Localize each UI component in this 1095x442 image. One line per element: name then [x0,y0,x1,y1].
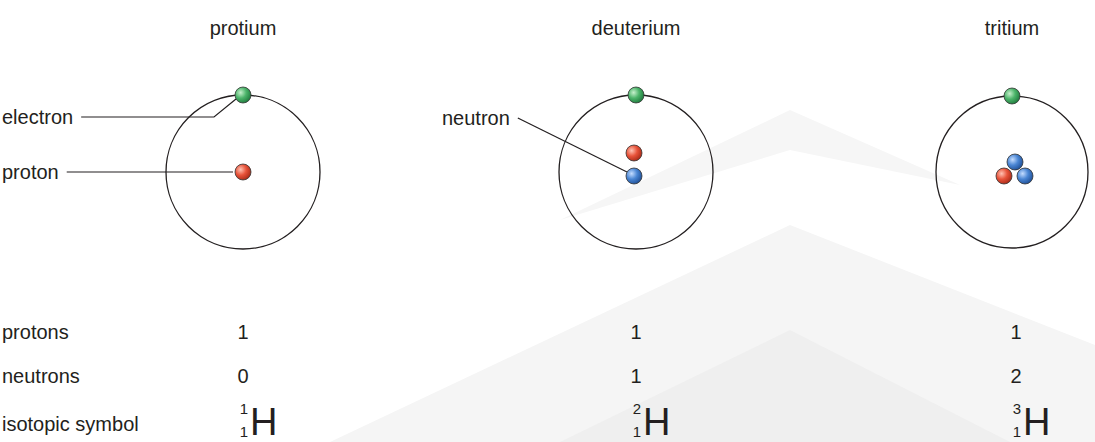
leader-line [67,171,233,172]
atomic-number: 1 [633,424,641,439]
element-symbol: H [643,403,670,441]
leader-line [518,118,627,172]
table-cell: 1 [1010,322,1021,342]
watermark-shape [330,225,1095,442]
row-header: isotopic symbol [2,414,139,434]
element-symbol: H [250,403,277,441]
atom-outline [159,8,327,256]
table-cell: 1 [630,322,641,342]
table-cell: 2 [1010,366,1021,386]
element-symbol: H [1023,403,1050,441]
callout-label: electron [2,107,73,127]
atom-outline [929,8,1095,255]
atom-node: protium [159,8,327,256]
mass-number: 3 [1013,401,1021,416]
atom-node: tritium [929,8,1095,255]
mass-number: 2 [633,401,641,416]
watermark-shape [560,110,960,220]
atomic-number: 1 [1013,424,1021,439]
callout-label: neutron [442,108,510,128]
atom-outline [552,8,720,256]
table-cell: 1 [630,366,641,386]
row-header: protons [2,322,69,342]
atomic-number: 1 [240,424,248,439]
atom-node: deuterium [552,8,720,256]
watermark-shape [560,330,1010,442]
row-header: neutrons [2,366,80,386]
table-cell: 1 [237,322,248,342]
mass-number: 1 [240,401,248,416]
isotope-name: deuterium [592,18,681,38]
isotope-name: tritium [985,18,1039,38]
callout-label: proton [2,162,59,182]
isotope-name: protium [210,18,277,38]
table-cell: 0 [237,366,248,386]
